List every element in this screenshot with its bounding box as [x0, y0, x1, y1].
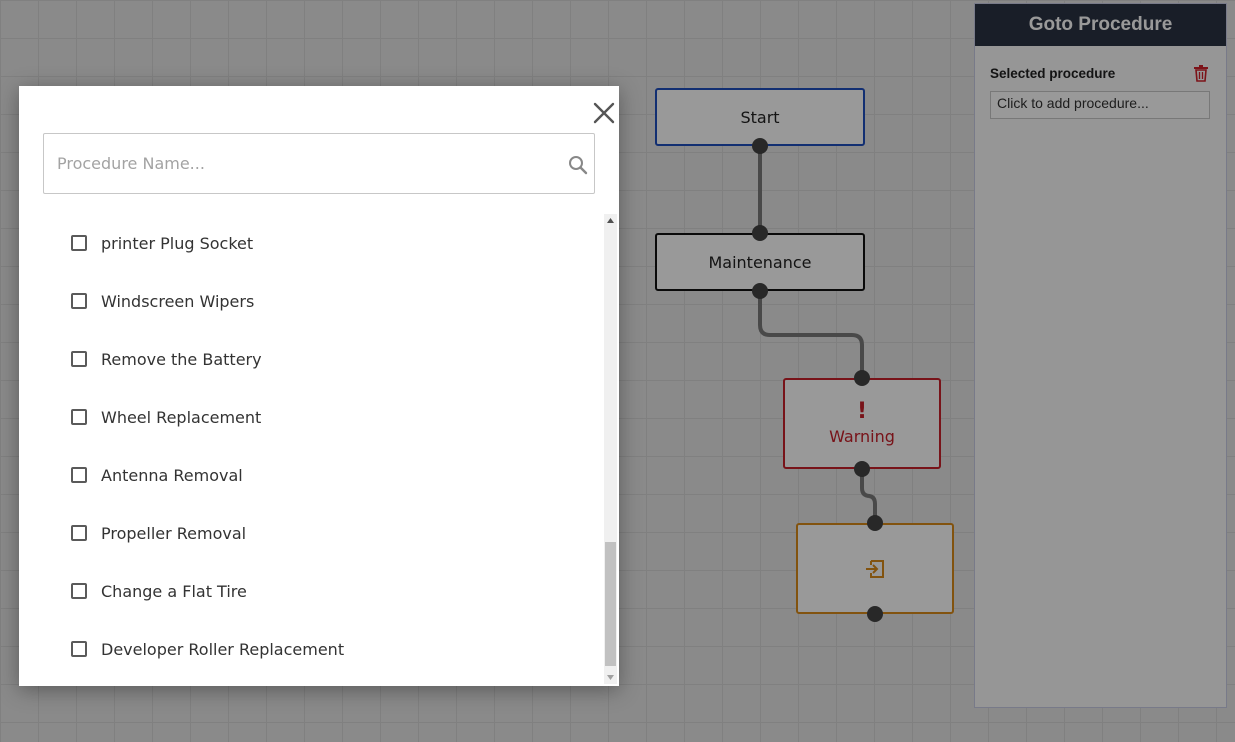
item-checkbox[interactable] — [71, 293, 87, 309]
item-checkbox[interactable] — [71, 235, 87, 251]
procedure-list: printer Plug Socket Windscreen Wipers Re… — [19, 214, 603, 684]
item-label: Change a Flat Tire — [101, 581, 247, 601]
list-item[interactable]: printer Plug Socket — [71, 232, 253, 254]
warning-out-port[interactable] — [854, 461, 870, 477]
maintenance-out-port[interactable] — [752, 283, 768, 299]
item-checkbox[interactable] — [71, 409, 87, 425]
warning-node-label: Warning — [829, 427, 895, 446]
start-out-port[interactable] — [752, 138, 768, 154]
scroll-down-icon[interactable] — [604, 671, 617, 684]
enter-icon — [866, 559, 884, 578]
item-checkbox[interactable] — [71, 525, 87, 541]
properties-panel: Goto Procedure Selected procedure Click … — [974, 3, 1227, 708]
procedure-picker-modal: printer Plug Socket Windscreen Wipers Re… — [19, 86, 619, 686]
procedure-search-input[interactable] — [44, 134, 554, 193]
start-node[interactable]: Start — [655, 88, 865, 146]
close-icon[interactable] — [591, 100, 617, 126]
maintenance-in-port[interactable] — [752, 225, 768, 241]
maintenance-node-label: Maintenance — [708, 252, 812, 272]
list-item[interactable]: Wheel Replacement — [71, 406, 261, 428]
list-item[interactable]: Developer Roller Replacement — [71, 638, 344, 660]
search-icon[interactable] — [568, 155, 588, 175]
scrollbar-thumb[interactable] — [605, 542, 616, 666]
list-item[interactable]: Remove the Battery — [71, 348, 262, 370]
item-checkbox[interactable] — [71, 641, 87, 657]
warning-icon: ! — [856, 399, 868, 424]
item-label: Remove the Battery — [101, 349, 262, 369]
list-item[interactable]: Propeller Removal — [71, 522, 246, 544]
item-label: Developer Roller Replacement — [101, 639, 345, 659]
list-item[interactable]: Antenna Removal — [71, 464, 243, 486]
start-node-label: Start — [740, 107, 780, 127]
item-label: Antenna Removal — [101, 465, 243, 485]
item-label: Propeller Removal — [101, 523, 247, 543]
trash-icon[interactable] — [1193, 65, 1209, 82]
panel-title: Goto Procedure — [975, 4, 1226, 46]
item-checkbox[interactable] — [71, 583, 87, 599]
selected-procedure-label: Selected procedure — [990, 66, 1116, 81]
add-procedure-field[interactable]: Click to add procedure... — [990, 91, 1210, 119]
list-scrollbar[interactable] — [604, 214, 617, 684]
goto-out-port[interactable] — [867, 606, 883, 622]
list-item[interactable]: Windscreen Wipers — [71, 290, 254, 312]
goto-in-port[interactable] — [867, 515, 883, 531]
item-label: printer Plug Socket — [101, 233, 254, 253]
warning-in-port[interactable] — [854, 370, 870, 386]
search-box — [43, 133, 595, 194]
item-checkbox[interactable] — [71, 467, 87, 483]
list-item[interactable]: Change a Flat Tire — [71, 580, 247, 602]
item-label: Windscreen Wipers — [101, 291, 255, 311]
item-label: Wheel Replacement — [101, 407, 262, 427]
scroll-up-icon[interactable] — [604, 214, 617, 227]
item-checkbox[interactable] — [71, 351, 87, 367]
